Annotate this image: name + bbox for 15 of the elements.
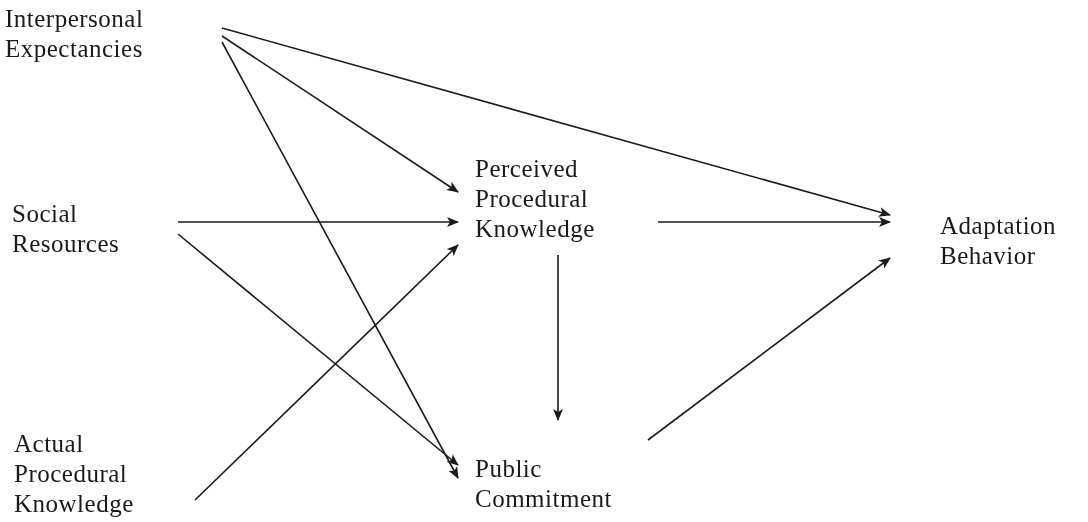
node-label: Interpersonal Expectancies: [5, 4, 145, 64]
arrow: [177, 217, 459, 227]
arrow: [657, 217, 891, 227]
node-label: Actual Procedural Knowledge: [14, 429, 135, 519]
arrow: [221, 27, 891, 217]
arrow: [194, 244, 459, 501]
arrow: [221, 41, 459, 479]
node-label: Perceived Procedural Knowledge: [475, 154, 596, 244]
arrow: [221, 35, 459, 193]
node-label: Social Resources: [12, 199, 121, 259]
arrow: [553, 254, 563, 421]
arrow: [177, 233, 459, 466]
node-label: Adaptation Behavior: [940, 211, 1058, 271]
arrow: [647, 257, 891, 441]
node-label: Public Commitment: [475, 454, 613, 514]
